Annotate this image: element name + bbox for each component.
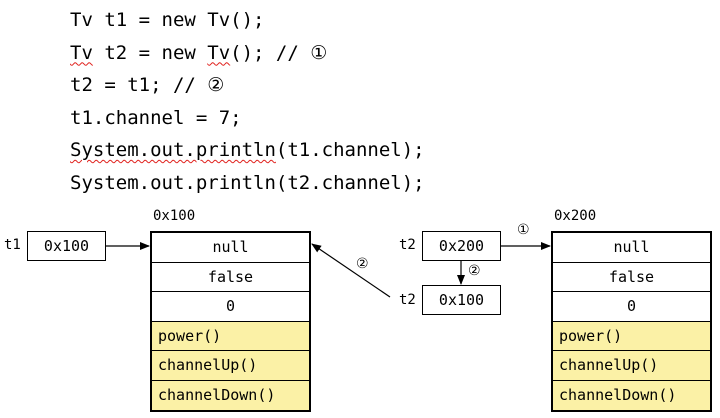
step2-marker: ②: [356, 256, 369, 272]
t2-reference-box-after: 0x100: [422, 285, 501, 315]
tv-object-0x200: null false 0 power() channelUp() channel…: [551, 231, 712, 412]
spellcheck-flagged-token: System.out.println: [70, 139, 276, 161]
spellcheck-flagged-token: Tv: [70, 41, 93, 64]
object-address-label: 0x100: [153, 208, 196, 224]
step2-marker-vertical: ②: [468, 263, 481, 279]
tv-object-0x100: null false 0 power() channelUp() channel…: [150, 231, 311, 412]
code-token: t2 = t1; // ②: [70, 74, 225, 96]
object-address-label: 0x200: [554, 208, 597, 224]
code-token: t2 = new: [92, 41, 208, 64]
field-color: null: [553, 233, 710, 263]
step1-marker: ①: [517, 222, 530, 238]
t2-label: t2: [399, 237, 416, 253]
spellcheck-flagged-token: Tv: [207, 41, 231, 64]
code-token: Tv t1 = new Tv();: [70, 9, 265, 31]
method-channel-up: channelUp(): [553, 351, 710, 381]
code-line: Tv t1 = new Tv();: [70, 4, 425, 37]
field-channel: 0: [152, 292, 309, 322]
code-token: (t1.channel);: [275, 139, 425, 161]
code-token: (); // ①: [230, 41, 328, 64]
method-power: power(): [553, 321, 710, 351]
method-channel-up: channelUp(): [152, 351, 309, 381]
field-power: false: [152, 262, 309, 292]
code-line: t1.channel = 7;: [70, 102, 425, 135]
code-line: Tv t2 = new Tv(); // ①: [70, 37, 425, 70]
code-line: System.out.println(t2.channel);: [70, 167, 425, 200]
method-channel-down: channelDown(): [152, 380, 309, 410]
method-power: power(): [152, 321, 309, 351]
field-power: false: [553, 262, 710, 292]
t1-reference-box: 0x100: [27, 231, 106, 261]
t2-label-after: t2: [399, 292, 416, 308]
arrow-t2-to-0x100: [311, 243, 391, 298]
method-channel-down: channelDown(): [553, 380, 710, 410]
code-token: System.out.println(t2.channel);: [70, 171, 425, 194]
field-channel: 0: [553, 292, 710, 322]
code-line: t2 = t1; // ②: [70, 69, 425, 102]
code-token: t1.channel = 7;: [70, 106, 242, 129]
code-line: System.out.println(t1.channel);: [70, 134, 425, 167]
t2-reference-box-before: 0x200: [422, 231, 501, 261]
t1-label: t1: [4, 237, 21, 253]
field-color: null: [152, 233, 309, 263]
